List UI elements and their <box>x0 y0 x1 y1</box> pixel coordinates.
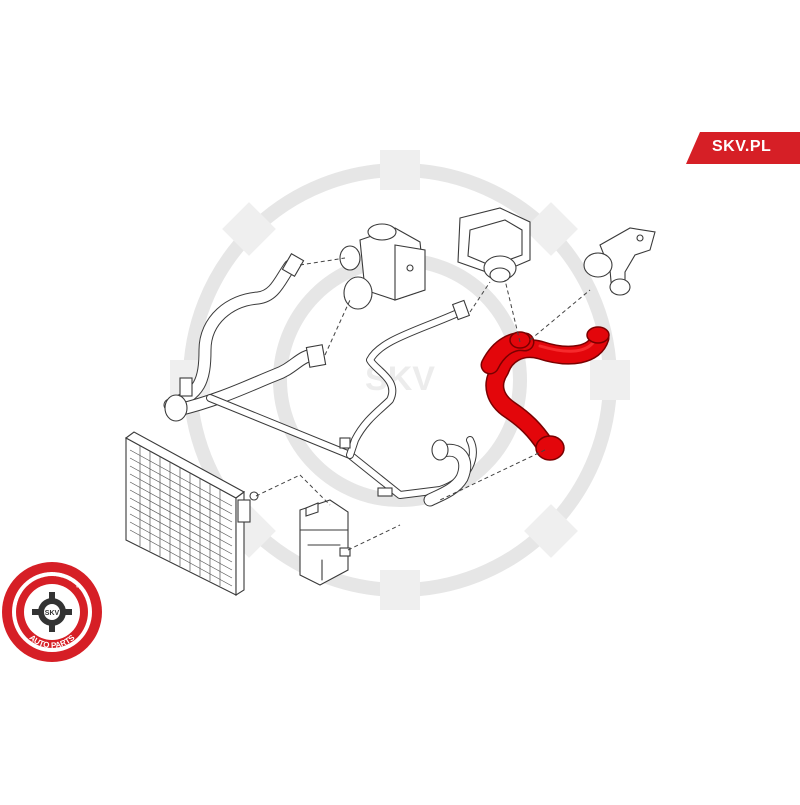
coolant-pipe <box>206 299 477 499</box>
assembly-guide-lines <box>255 257 591 551</box>
skv-auto-parts-badge: SKV AFTERMARKET PRICE · OE QUALITY AUTO … <box>2 562 102 662</box>
upper-radiator-hose <box>163 252 305 412</box>
expansion-tank <box>299 499 351 586</box>
coolant-flange <box>583 227 656 296</box>
thermostat-housing <box>339 223 426 310</box>
water-pump <box>457 207 531 283</box>
highlighted-coolant-hose <box>480 326 610 461</box>
bypass-hose <box>423 439 472 507</box>
radiator <box>124 431 259 596</box>
badge-center-text: SKV <box>45 610 60 617</box>
brand-label: SKV.PL <box>712 138 772 155</box>
brand-tag: SKV.PL <box>686 132 800 164</box>
